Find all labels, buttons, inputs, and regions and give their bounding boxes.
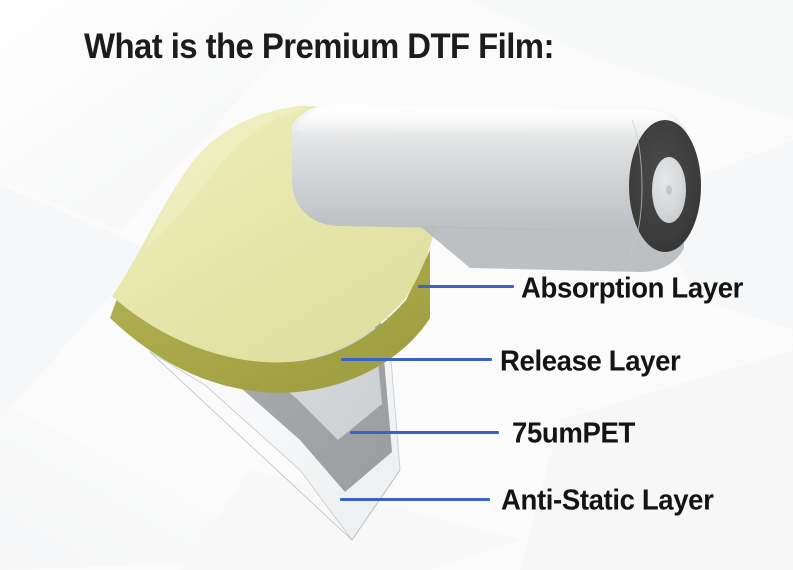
callout-line-anti-static-layer	[340, 498, 490, 501]
callout-line-absorption-layer	[418, 285, 514, 288]
callout-label-anti-static-layer: Anti-Static Layer	[501, 484, 714, 517]
callout-line-pet-layer	[350, 431, 499, 434]
page-title: What is the Premium DTF Film:	[84, 27, 554, 66]
callout-line-release-layer	[341, 358, 492, 361]
callout-label-pet-layer: 75umPET	[512, 417, 635, 450]
absorption-layer-underside	[110, 250, 430, 393]
callout-label-absorption-layer: Absorption Layer	[521, 272, 744, 305]
film-roll	[292, 104, 701, 272]
callout-label-release-layer: Release Layer	[500, 345, 681, 378]
